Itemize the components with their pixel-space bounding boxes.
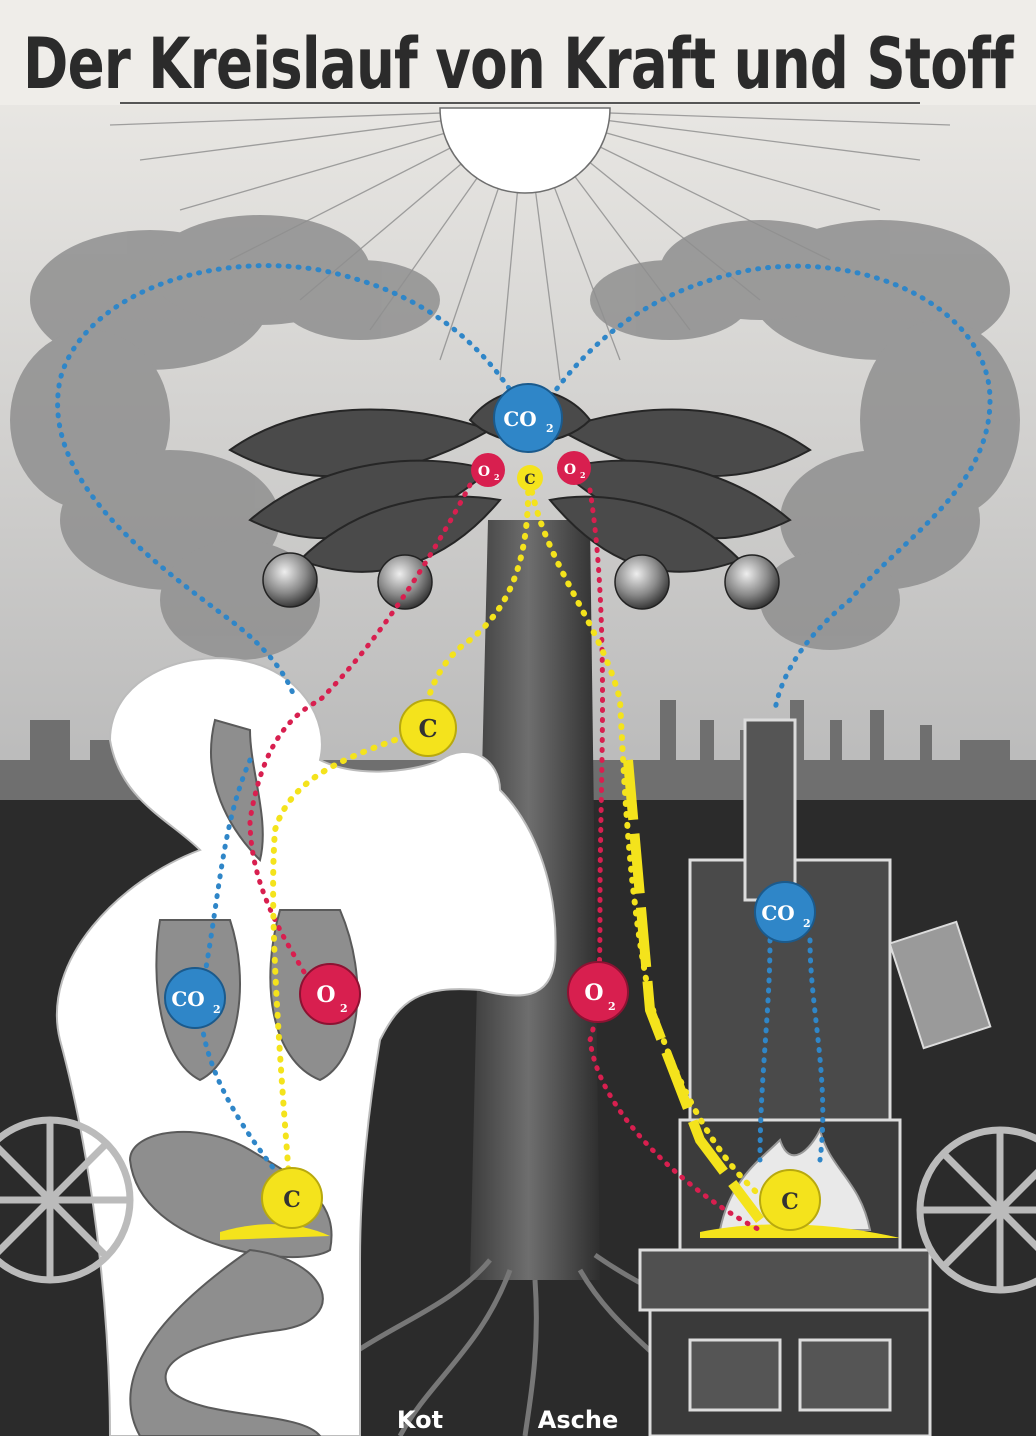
o2-top-left-sub: 2 bbox=[494, 472, 500, 482]
carbon-apple-label: C bbox=[418, 714, 437, 743]
carbon-top-label: C bbox=[524, 472, 535, 488]
label-asche: Asche bbox=[538, 1406, 618, 1434]
o2-molecule-lung: O 2 bbox=[300, 964, 360, 1024]
co2-lung-label: CO bbox=[171, 987, 204, 1011]
o2-molecule-top-right: O 2 bbox=[557, 451, 591, 485]
poster-title: Der Kreislauf von Kraft und Stoff bbox=[23, 23, 1015, 105]
o2-trunk-label: O bbox=[584, 980, 603, 1006]
co2-lung-sub: 2 bbox=[213, 1003, 221, 1016]
co2-top-sub: 2 bbox=[546, 422, 554, 435]
o2-lung-label: O bbox=[316, 982, 335, 1008]
o2-molecule-trunk: O 2 bbox=[568, 962, 628, 1022]
co2-chimney-label: CO bbox=[761, 901, 794, 925]
o2-molecule-top-left: O 2 bbox=[471, 453, 505, 487]
o2-top-right-sub: 2 bbox=[580, 470, 586, 480]
carbon-stomach-label: C bbox=[283, 1187, 301, 1213]
carbon-molecule-apple: C bbox=[400, 700, 456, 756]
o2-trunk-sub: 2 bbox=[608, 1000, 616, 1013]
co2-top-label: CO bbox=[503, 407, 536, 431]
carbon-molecule-stomach: C bbox=[262, 1168, 322, 1228]
o2-top-right-label: O bbox=[564, 462, 576, 478]
carbon-fire-label: C bbox=[781, 1189, 799, 1215]
co2-chimney-sub: 2 bbox=[803, 917, 811, 930]
o2-top-left-label: O bbox=[478, 464, 490, 480]
co2-molecule-chimney: CO 2 bbox=[755, 882, 815, 942]
o2-lung-sub: 2 bbox=[340, 1002, 348, 1015]
label-kot: Kot bbox=[397, 1406, 443, 1434]
carbon-molecule-top: C bbox=[517, 465, 543, 491]
co2-molecule-lung: CO 2 bbox=[165, 968, 225, 1028]
co2-molecule-top: CO 2 bbox=[494, 384, 562, 452]
carbon-molecule-fire: C bbox=[760, 1170, 820, 1230]
